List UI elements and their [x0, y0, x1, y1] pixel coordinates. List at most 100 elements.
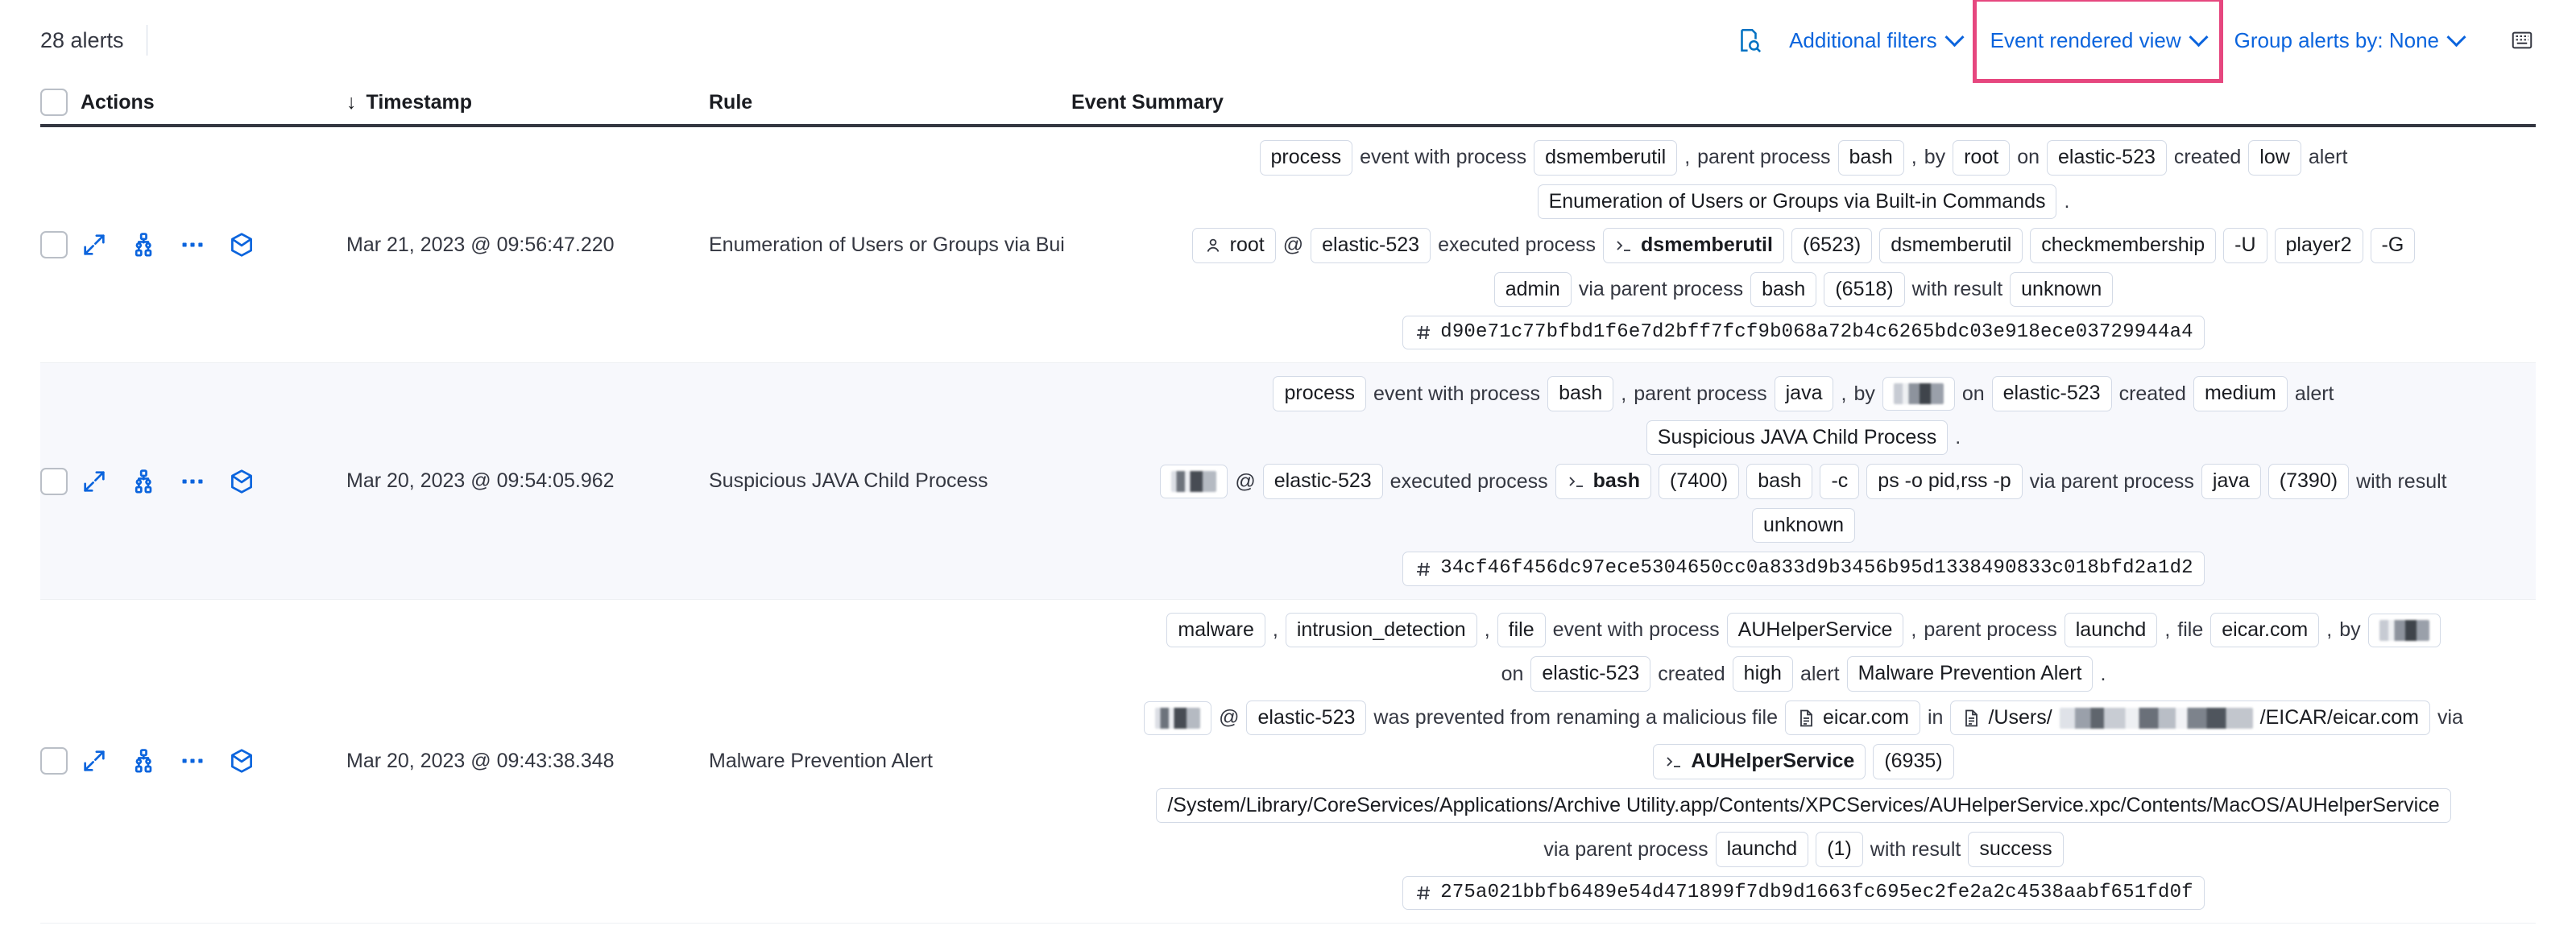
- summary-chip[interactable]: unknown: [2010, 271, 2114, 307]
- summary-chip[interactable]: low: [2248, 140, 2301, 176]
- summary-chip[interactable]: dsmemberutil: [1879, 228, 2023, 263]
- expand-icon[interactable]: [81, 468, 108, 495]
- summary-chip[interactable]: [1160, 465, 1228, 499]
- summary-chip[interactable]: player2: [2274, 228, 2363, 263]
- summary-chip[interactable]: bash: [1837, 140, 1904, 176]
- summary-chip[interactable]: unknown: [1751, 507, 1856, 543]
- chip-label: unknown: [2021, 277, 2102, 300]
- summary-chip[interactable]: admin: [1493, 271, 1572, 307]
- expand-icon[interactable]: [81, 747, 108, 775]
- session-view-icon[interactable]: [228, 468, 255, 495]
- summary-chip[interactable]: launchd: [2064, 612, 2158, 648]
- summary-chip[interactable]: eicar.com: [2210, 612, 2320, 648]
- chip-label: dsmemberutil: [1545, 146, 1667, 168]
- more-actions-icon[interactable]: [179, 231, 206, 258]
- summary-chip[interactable]: dsmemberutil: [1534, 140, 1678, 176]
- summary-chip[interactable]: (6523): [1791, 228, 1873, 263]
- additional-filters-button[interactable]: Additional filters: [1778, 25, 1973, 56]
- summary-chip[interactable]: root: [1191, 228, 1276, 263]
- event-rendered-view-button[interactable]: Event rendered view: [1972, 0, 2223, 83]
- header-rule[interactable]: Rule: [709, 90, 753, 114]
- summary-chip[interactable]: java: [2201, 464, 2261, 499]
- more-actions-icon[interactable]: [179, 468, 206, 495]
- row-rule[interactable]: Enumeration of Users or Groups via Bui: [709, 233, 1065, 256]
- summary-chip[interactable]: file: [1497, 612, 1546, 648]
- keyboard-icon[interactable]: [2504, 22, 2541, 59]
- summary-chip[interactable]: elastic-523: [1991, 376, 2112, 411]
- header-event-summary[interactable]: Event Summary: [1071, 90, 1224, 114]
- summary-chip[interactable]: Malware Prevention Alert: [1846, 656, 2094, 692]
- group-alerts-by-button[interactable]: Group alerts by: None: [2223, 25, 2475, 56]
- more-actions-icon[interactable]: [179, 747, 206, 775]
- summary-chip[interactable]: root: [1953, 140, 2011, 176]
- summary-chip[interactable]: 34cf46f456dc97ece5304650cc0a833d9b3456b9…: [1402, 552, 2205, 586]
- summary-chip[interactable]: -U: [2223, 228, 2267, 263]
- analyzer-icon[interactable]: [130, 231, 157, 258]
- summary-chip[interactable]: launchd: [1715, 832, 1809, 867]
- summary-chip[interactable]: bash: [1746, 464, 1813, 499]
- summary-chip[interactable]: bash: [1750, 271, 1817, 307]
- summary-chip[interactable]: elastic-523: [1262, 464, 1383, 499]
- summary-chip[interactable]: -c: [1820, 464, 1860, 499]
- summary-chip[interactable]: 275a021bbfb6489e54d471899f7db9d1663fc695…: [1402, 875, 2205, 911]
- summary-chip[interactable]: ps -o pid,rss -p: [1866, 464, 2023, 499]
- row-checkbox[interactable]: [40, 231, 68, 259]
- summary-chip[interactable]: process: [1259, 140, 1353, 176]
- summary-chip[interactable]: malware: [1166, 612, 1265, 648]
- chip-label: checkmembership: [2041, 234, 2205, 256]
- summary-chip[interactable]: java: [1774, 376, 1834, 411]
- summary-chip[interactable]: (6935): [1873, 744, 1954, 779]
- summary-chip[interactable]: [2367, 613, 2441, 647]
- summary-chip[interactable]: Enumeration of Users or Groups via Built…: [1537, 184, 2057, 219]
- summary-chip[interactable]: eicar.com: [1785, 700, 1920, 736]
- chip-label: -U: [2234, 234, 2256, 256]
- chip-label: process: [1270, 146, 1342, 168]
- summary-chip[interactable]: -G: [2370, 228, 2416, 263]
- summary-text: ,: [1911, 618, 1917, 642]
- session-view-icon[interactable]: [228, 231, 255, 258]
- summary-chip[interactable]: elastic-523: [1530, 656, 1651, 692]
- row-rule[interactable]: Malware Prevention Alert: [709, 750, 933, 773]
- summary-chip[interactable]: checkmembership: [2030, 228, 2217, 263]
- table-row[interactable]: Mar 20, 2023 @ 09:54:05.962 Suspicious JA…: [40, 363, 2536, 600]
- analyzer-icon[interactable]: [130, 747, 157, 775]
- summary-chip[interactable]: (6518): [1824, 271, 1905, 307]
- summary-chip[interactable]: /System/Library/CoreServices/Application…: [1156, 787, 2451, 824]
- summary-chip[interactable]: dsmemberutil: [1603, 228, 1784, 263]
- summary-chip[interactable]: elastic-523: [1246, 700, 1367, 736]
- session-view-icon[interactable]: [228, 747, 255, 775]
- select-all-checkbox[interactable]: [40, 89, 68, 116]
- row-timestamp: Mar 20, 2023 @ 09:54:05.962: [346, 469, 615, 493]
- summary-chip[interactable]: AUHelperService: [1653, 744, 1866, 779]
- summary-chip[interactable]: (7390): [2267, 464, 2350, 499]
- summary-chip[interactable]: elastic-523: [1311, 228, 1431, 263]
- summary-chip[interactable]: [1882, 377, 1955, 411]
- header-timestamp[interactable]: ↓ Timestamp: [346, 91, 709, 114]
- summary-chip[interactable]: AUHelperService: [1726, 612, 1904, 648]
- hash-icon: [1414, 883, 1433, 903]
- summary-chip[interactable]: intrusion_detection: [1285, 612, 1477, 648]
- summary-chip[interactable]: elastic-523: [2047, 140, 2167, 176]
- summary-text: on: [2017, 146, 2040, 169]
- summary-chip[interactable]: /Users//EICAR/eicar.com: [1950, 700, 2430, 736]
- analyzer-icon[interactable]: [130, 468, 157, 495]
- row-rule[interactable]: Suspicious JAVA Child Process: [709, 469, 988, 493]
- summary-chip[interactable]: d90e71c77bfbd1f6e7d2bff7fcf9b068a72b4c62…: [1402, 316, 2205, 350]
- summary-chip[interactable]: Suspicious JAVA Child Process: [1646, 419, 1949, 456]
- summary-chip[interactable]: process: [1273, 376, 1367, 411]
- row-checkbox[interactable]: [40, 467, 68, 495]
- summary-chip[interactable]: high: [1732, 656, 1793, 692]
- summary-chip[interactable]: (7400): [1658, 464, 1740, 499]
- summary-chip[interactable]: bash: [1547, 376, 1614, 411]
- summary-chip[interactable]: medium: [2193, 376, 2288, 411]
- summary-chip[interactable]: success: [1968, 832, 2064, 867]
- summary-chip[interactable]: bash: [1555, 464, 1651, 499]
- inspect-icon[interactable]: [1731, 23, 1766, 58]
- summary-chip[interactable]: (1): [1816, 832, 1863, 867]
- row-checkbox[interactable]: [40, 747, 68, 775]
- expand-icon[interactable]: [81, 231, 108, 258]
- summary-chip[interactable]: [1144, 700, 1212, 735]
